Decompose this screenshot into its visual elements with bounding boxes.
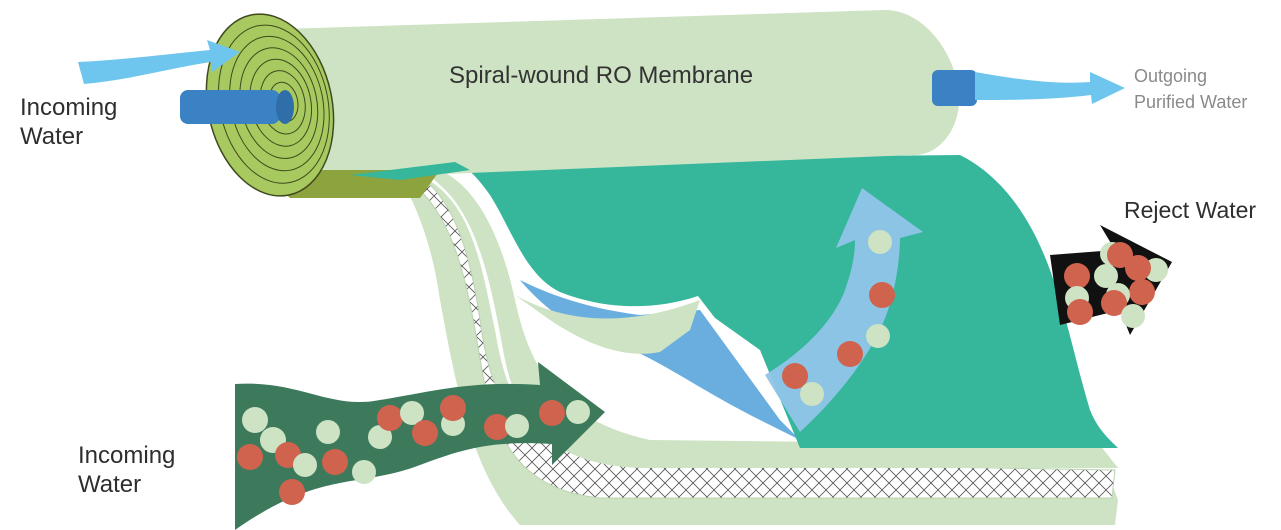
center-tube [180,90,280,124]
outgoing-water-arrow [975,72,1125,104]
incoming-water-top-line1: Incoming [20,93,117,122]
outlet-tube [932,70,977,106]
incoming-water-label-bottom: Incoming Water [78,441,175,500]
reject-water-label: Reject Water [1124,196,1256,224]
membrane-title: Spiral-wound RO Membrane [449,61,753,90]
outgoing-water-label: Outgoing Purified Water [1134,63,1247,115]
incoming-water-label-top: Incoming Water [20,93,117,152]
membrane-cylinder [250,10,959,180]
incoming-water-top-line2: Water [20,122,117,151]
incoming-water-bottom-line1: Incoming [78,441,175,470]
outgoing-water-line2: Purified Water [1134,89,1247,115]
outgoing-water-line1: Outgoing [1134,63,1247,89]
incoming-water-bottom-line2: Water [78,470,175,499]
